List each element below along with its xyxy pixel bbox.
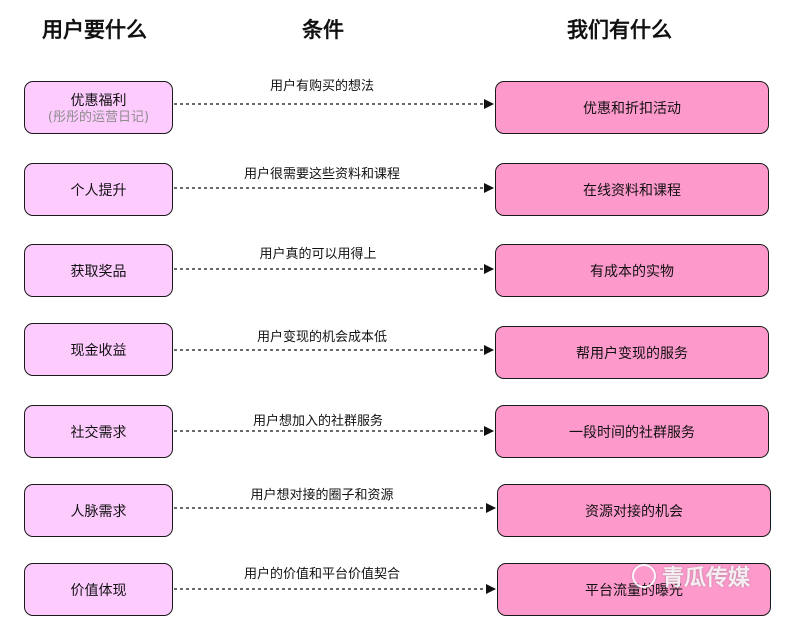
need-box-1: 优惠福利 (彤彤的运营日记) xyxy=(24,81,173,134)
offer-box-4: 帮用户变现的服务 xyxy=(495,326,769,379)
header-conditions: 条件 xyxy=(302,18,344,42)
need-label-2: 个人提升 xyxy=(70,182,127,199)
watermark-logo-icon xyxy=(632,564,656,588)
need-sublabel-1: (彤彤的运营日记) xyxy=(47,109,150,125)
offer-label-2: 在线资料和课程 xyxy=(583,182,681,199)
offer-label-4: 帮用户变现的服务 xyxy=(576,345,688,362)
need-box-5: 社交需求 xyxy=(24,405,173,458)
offer-label-3: 有成本的实物 xyxy=(590,263,674,280)
offer-box-2: 在线资料和课程 xyxy=(495,163,769,216)
offer-box-5: 一段时间的社群服务 xyxy=(495,405,769,458)
condition-label-1: 用户有购买的想法 xyxy=(269,79,375,94)
condition-label-6: 用户想对接的圈子和资源 xyxy=(250,488,394,503)
need-box-4: 现金收益 xyxy=(24,323,173,376)
offer-box-3: 有成本的实物 xyxy=(495,244,769,297)
need-label-3: 获取奖品 xyxy=(70,263,127,280)
need-box-2: 个人提升 xyxy=(24,163,173,216)
watermark: 青瓜传媒 xyxy=(632,560,750,592)
need-label-4: 现金收益 xyxy=(70,342,127,359)
need-label-6: 人脉需求 xyxy=(70,503,127,520)
need-label-1: 优惠福利 xyxy=(70,92,127,109)
offer-label-1: 优惠和折扣活动 xyxy=(583,100,681,117)
offer-label-6: 资源对接的机会 xyxy=(585,503,683,520)
condition-label-7: 用户的价值和平台价值契合 xyxy=(243,567,401,582)
condition-label-4: 用户变现的机会成本低 xyxy=(256,330,388,345)
offer-label-7: 平台流量的曝光 xyxy=(585,582,683,599)
need-box-7: 价值体现 xyxy=(24,563,173,616)
offer-box-1: 优惠和折扣活动 xyxy=(495,81,769,134)
need-label-5: 社交需求 xyxy=(70,424,127,441)
need-box-6: 人脉需求 xyxy=(24,484,173,537)
condition-label-2: 用户很需要这些资料和课程 xyxy=(243,167,401,182)
header-what-we-have: 我们有什么 xyxy=(567,18,672,42)
need-label-7: 价值体现 xyxy=(70,582,127,599)
offer-label-5: 一段时间的社群服务 xyxy=(569,424,695,441)
condition-label-3: 用户真的可以用得上 xyxy=(259,247,377,262)
condition-label-5: 用户想加入的社群服务 xyxy=(252,414,384,429)
need-box-3: 获取奖品 xyxy=(24,244,173,297)
watermark-text: 青瓜传媒 xyxy=(662,566,751,591)
offer-box-6: 资源对接的机会 xyxy=(497,484,771,537)
header-user-needs: 用户要什么 xyxy=(42,18,147,42)
